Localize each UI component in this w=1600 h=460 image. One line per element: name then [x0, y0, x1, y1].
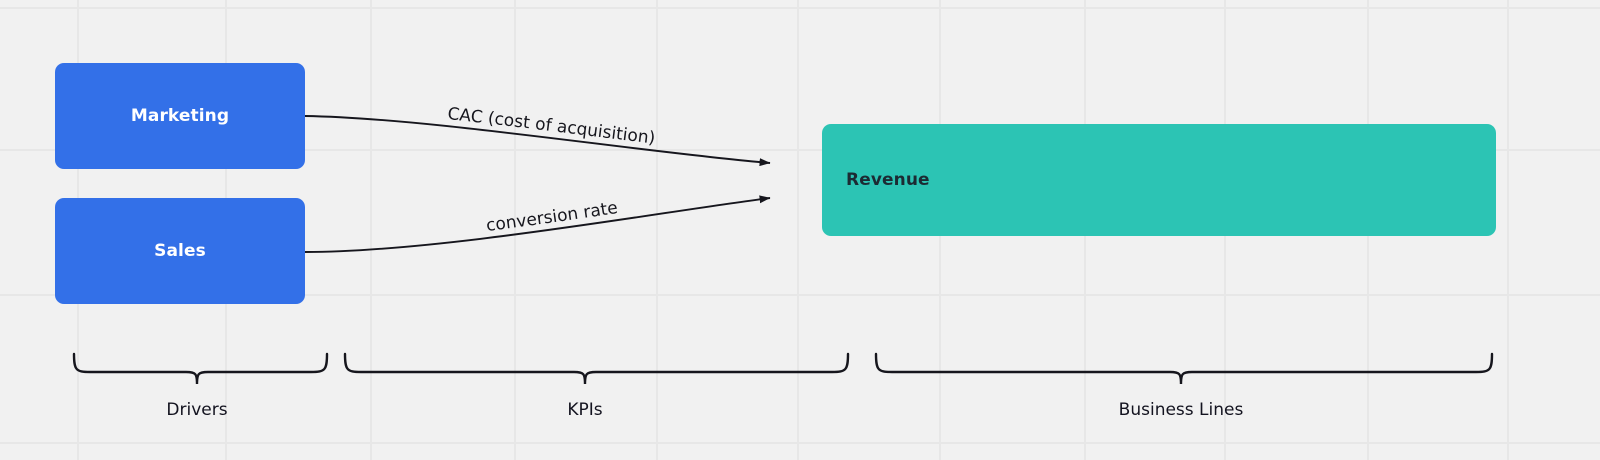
edge-marketing-to-revenue [304, 115, 771, 167]
node-marketing-label: Marketing [130, 106, 230, 126]
node-sales-label: Sales [154, 241, 206, 261]
node-marketing[interactable]: Marketing [55, 63, 305, 169]
node-revenue-label: Revenue [846, 170, 930, 190]
bracket-drivers [72, 352, 329, 385]
node-sales[interactable]: Sales [55, 198, 305, 304]
bracket-business-lines [874, 352, 1494, 385]
edge-sales-to-revenue [304, 195, 771, 253]
node-revenue[interactable]: Revenue [822, 124, 1496, 236]
group-label-kpis: KPIs [567, 400, 603, 420]
group-label-business-lines: Business Lines [1118, 400, 1244, 420]
group-label-drivers: Drivers [166, 400, 228, 420]
bracket-kpis [343, 352, 850, 385]
